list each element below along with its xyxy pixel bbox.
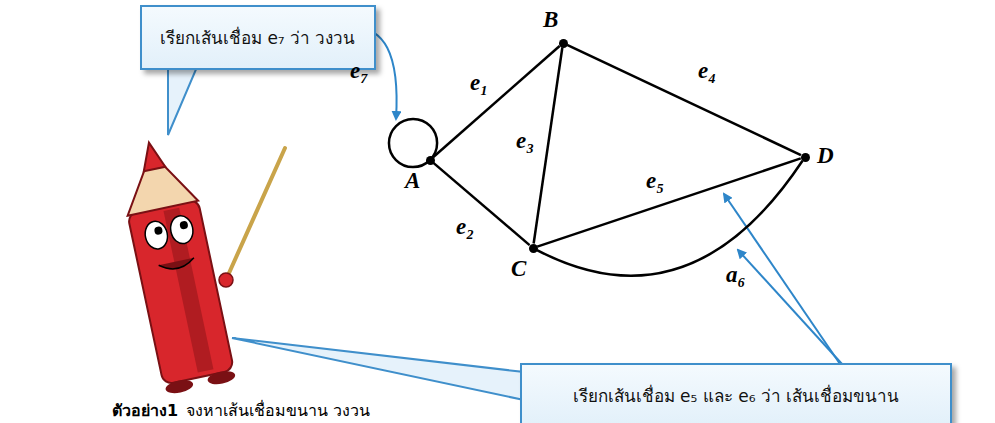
pencil-character [114, 135, 237, 395]
edge-label: e₄ [698, 58, 716, 84]
leader-arrow [738, 250, 842, 364]
callout-text: เรียกเส้นเชื่อม e₇ ว่า วงวน [160, 28, 356, 48]
vertex-dot: C [529, 244, 538, 253]
callout-box: เรียกเส้นเชื่อม e₅ และ e₆ ว่า เส้นเชื่อม… [520, 363, 952, 423]
example-text: จงหาเส้นเชื่อมขนาน วงวน [186, 398, 370, 423]
graph-edge [534, 47, 563, 243]
example-text: ตัวอย่าง1 [112, 398, 178, 423]
graph-edge [567, 45, 801, 155]
callout-box: เรียกเส้นเชื่อม e₇ ว่า วงวน [140, 5, 376, 70]
vertex-dot: A [426, 156, 435, 165]
callout-text: เรียกเส้นเชื่อม e₅ และ e₆ ว่า เส้นเชื่อม… [573, 386, 900, 406]
edge-label: e₁ [470, 70, 488, 96]
graph-edge [537, 161, 803, 276]
edge-label: e₇ [350, 58, 368, 84]
callout-tail [232, 338, 524, 400]
leader-arrow [724, 194, 840, 364]
graph-edge [433, 163, 529, 245]
callout-tail [168, 60, 200, 135]
graph-edge [433, 46, 559, 157]
edge-label: e₂ [456, 214, 474, 240]
vertex-dot: B [559, 39, 568, 48]
vertex-dot: D [801, 153, 810, 162]
vertex-label: B [543, 7, 558, 33]
vertex-label: D [817, 143, 834, 169]
pointer-stick [225, 148, 285, 282]
pencil-hand [219, 273, 233, 287]
edge-label: e₃ [516, 128, 534, 154]
graph-edge [537, 158, 800, 246]
edge-label: a₆ [726, 262, 746, 288]
edge-label: e₅ [646, 168, 664, 194]
vertex-label: C [511, 256, 526, 282]
loop-edge [389, 119, 437, 167]
vertex-label: A [405, 168, 420, 194]
